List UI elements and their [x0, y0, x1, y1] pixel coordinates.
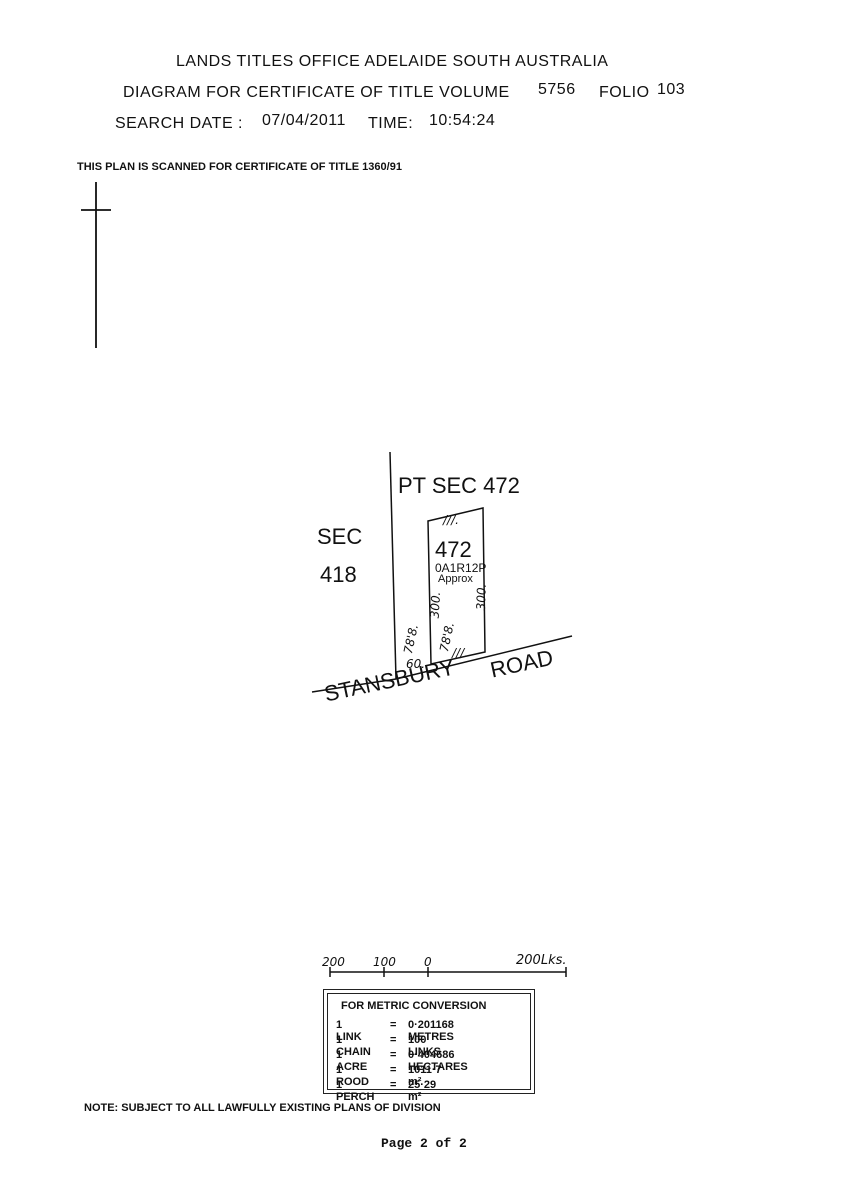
folio-number: 103 [657, 81, 686, 98]
conversion-unit: 1 LINK [336, 1019, 362, 1043]
scale-label-200-left: 200 [322, 955, 345, 969]
scale-label-100: 100 [373, 955, 396, 969]
conversion-value: 25·29 m² [408, 1079, 437, 1103]
scale-unit: Lks. [540, 953, 567, 968]
conversion-title: FOR METRIC CONVERSION [341, 1000, 487, 1012]
scale-label-0: 0 [424, 955, 432, 969]
section-boundary-line [389, 451, 397, 680]
time-value: 10:54:24 [429, 112, 496, 129]
conversion-value: 1011·7 m² [408, 1064, 442, 1088]
metric-conversion-box: FOR METRIC CONVERSION 1 LINK = 0·201168 … [323, 989, 535, 1103]
allotment-boundary [427, 507, 486, 665]
allotment-area: 0A1R12P [435, 561, 487, 575]
tick-mark-top: ///. [443, 513, 459, 527]
sec-label: SEC [317, 524, 363, 549]
footer-note: NOTE: SUBJECT TO ALL LAWFULLY EXISTING P… [84, 1102, 441, 1114]
conversion-eq: = [390, 1049, 397, 1061]
scale-value: 200 [516, 953, 541, 968]
office-title: LANDS TITLES OFFICE ADELAIDE SOUTH AUSTR… [176, 53, 609, 70]
conversion-eq: = [390, 1064, 397, 1076]
pt-sec-label: PT SEC 472 [398, 473, 520, 498]
time-label: TIME: [368, 115, 414, 132]
conversion-unit: 1 CHAIN [336, 1034, 371, 1058]
conversion-eq: = [390, 1019, 397, 1031]
conversion-unit: 1 ROOD [336, 1064, 369, 1088]
scale-bar [329, 967, 567, 977]
scale-label-200-right: 200Lks. [516, 953, 567, 968]
volume-number: 5756 [538, 81, 576, 98]
conversion-value: 0·404686 HECTARES [408, 1049, 468, 1073]
north-arrow-icon [81, 182, 111, 348]
page-number: Page 2 of 2 [381, 1136, 467, 1151]
diagram-label: DIAGRAM FOR CERTIFICATE OF TITLE VOLUME [123, 84, 510, 101]
folio-label: FOLIO [599, 84, 650, 101]
search-date: 07/04/2011 [262, 112, 346, 129]
road-line-top [395, 635, 573, 680]
search-date-label: SEARCH DATE : [115, 115, 243, 132]
conversion-eq: = [390, 1079, 397, 1091]
area-note: Approx [438, 573, 473, 585]
scan-note: THIS PLAN IS SCANNED FOR CERTIFICATE OF … [77, 161, 402, 173]
dimension-left: 300. [427, 591, 444, 619]
conversion-value: 0·201168 METRES [408, 1019, 454, 1043]
dimension-60: 60. [406, 657, 426, 671]
tick-mark-bottom: ///. [452, 646, 468, 660]
road-line-bottom [311, 678, 397, 693]
conversion-eq: = [390, 1034, 397, 1046]
metric-conversion-inner: FOR METRIC CONVERSION 1 LINK = 0·201168 … [327, 993, 531, 1103]
conversion-value: 100 LINKS [408, 1034, 441, 1058]
conversion-unit: 1 PERCH [336, 1079, 375, 1103]
diagram-title: DIAGRAM FOR CERTIFICATE OF TITLE VOLUME [123, 84, 510, 102]
conversion-unit: 1 ACRE [336, 1049, 368, 1073]
allotment-number: 472 [435, 537, 472, 562]
dimension-right: 300. [473, 583, 489, 611]
sec-number: 418 [320, 562, 357, 587]
